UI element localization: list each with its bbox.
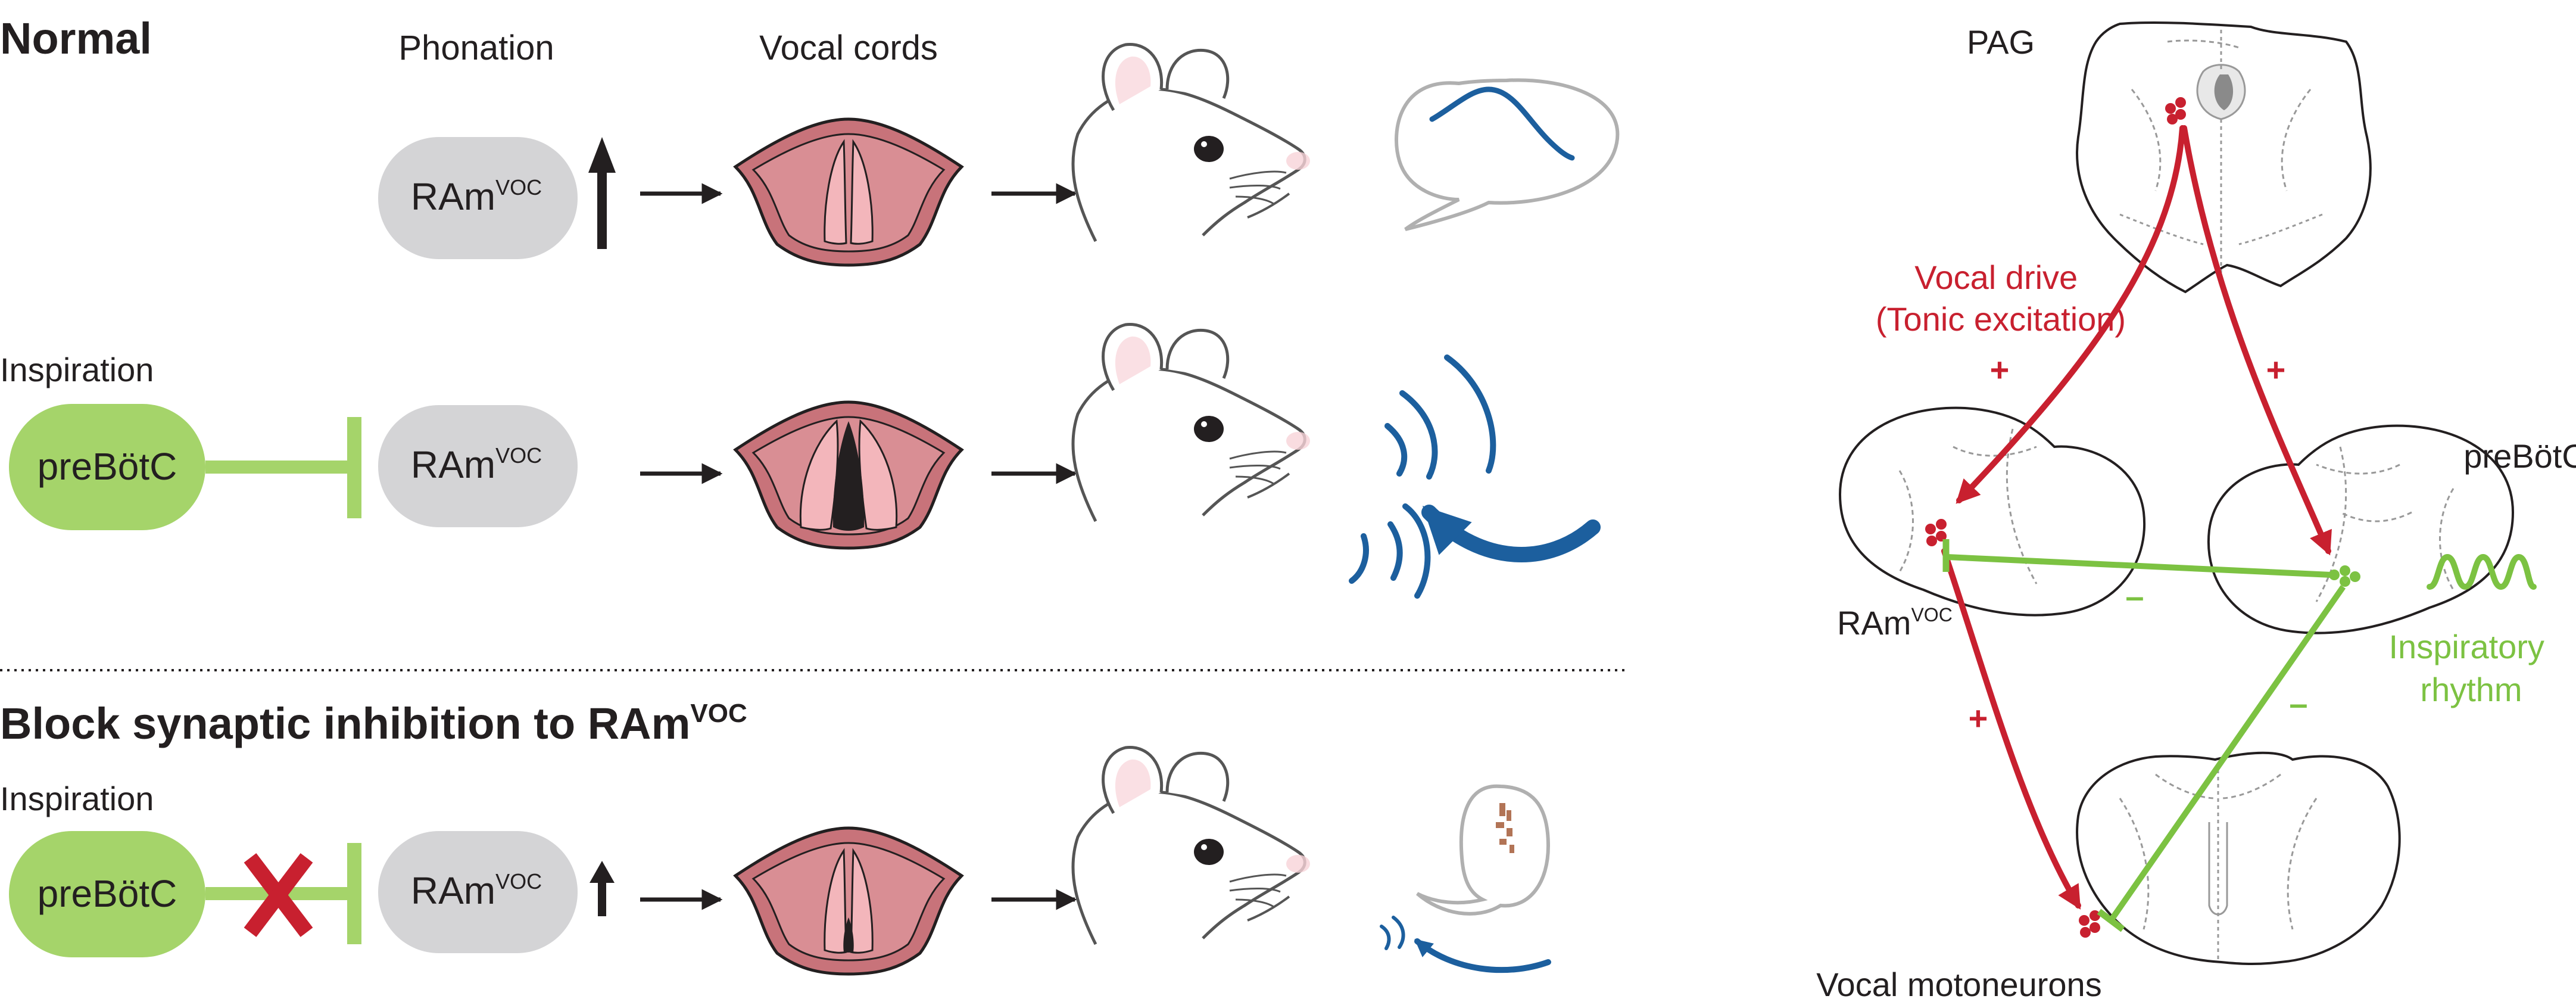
inhale-arrow-row3 [1414,938,1551,973]
pag-to-ram-arrow [1956,125,2185,504]
minus-prebotc-motoneuron: – [2289,684,2307,722]
inhibitory-pathways [1942,539,2346,932]
pag-brain-slice [2076,21,2372,294]
ram-voc-box-row2 [378,405,578,527]
ram-voc-box-normal [378,137,578,259]
prebotc-slice-label: preBötC [2463,437,2576,475]
pag-to-prebotc-arrow [2181,125,2332,556]
vocal-cords-partial [735,828,962,974]
normal-title: Normal [0,14,152,63]
prebotc-to-ram-inhibition [1947,554,2332,578]
pag-label: PAG [1967,23,2035,61]
usv-trace [1429,86,1575,161]
mouse-head-row2 [1073,325,1310,521]
inspiration-label-row2: Inspiration [0,351,154,388]
block-x-mark [244,853,313,937]
motoneuron-neurons [2079,910,2100,938]
speech-bubble-row3 [1416,784,1551,916]
ram-slice-label: RAmVOC [1837,604,1953,642]
block-title: Block synaptic inhibition to RAmVOC [0,699,747,748]
ram-brain-slice [1839,406,2146,617]
ram-voc-label-normal: RAmVOC [411,175,542,218]
vocal-cords-open [735,402,962,548]
inhale-arrow-row2 [1421,505,1601,562]
motoneuron-brain-slice [2076,751,2401,966]
air-flow-lines-row2 [1349,354,1496,599]
vocal-motoneurons-label: Vocal motoneurons [1816,966,2101,1003]
ram-neurons [1925,519,1947,546]
excitatory-pathways [1941,125,2332,910]
vocal-drive-label: Vocal drive (Tonic excitation) [1876,259,2126,338]
plus-pag-ram: + [1990,351,2010,388]
inspiratory-rhythm-label: Inspiratory rhythm [2389,628,2554,708]
ram-to-motoneuron-arrow [1941,548,2081,910]
prebotc-label-row3: preBötC [38,872,177,915]
left-panel: Normal Phonation Vocal cords RAmVOC [0,14,1626,974]
speech-bubble-normal [1395,78,1620,231]
plus-pag-prebotc: + [2266,351,2286,388]
prebotc-box-row3 [9,831,205,957]
vocal-cords-header: Vocal cords [759,29,938,67]
usv-trace-weak [1496,803,1514,853]
prebotc-box-row2 [9,404,205,530]
prebotc-to-motoneuron-inhibition [2108,585,2346,922]
air-flow-lines-row3 [1380,916,1405,950]
minus-prebotc-ram: – [2125,577,2144,615]
increase-arrow-small [590,861,615,916]
mouse-head-normal [1073,45,1310,241]
prebotc-neurons [2329,565,2360,587]
inspiratory-rhythm-wave [2427,553,2537,590]
right-panel: PAG [1816,21,2576,1003]
increase-arrow-large [588,137,616,249]
mouse-head-row3 [1073,748,1310,944]
ram-voc-label-row2: RAmVOC [411,443,542,486]
ram-voc-box-row3 [378,831,578,953]
pag-neurons [2165,97,2186,125]
phonation-header: Phonation [398,29,554,67]
row-inspiration: Inspiration preBötC RAmVOC [0,325,1601,599]
row-block: Block synaptic inhibition to RAmVOC Insp… [0,699,1551,974]
vocal-cords-closed [735,119,962,265]
ram-voc-label-row3: RAmVOC [411,869,542,912]
prebotc-label-row2: preBötC [38,445,177,488]
plus-ram-motoneuron: + [1969,699,1988,737]
prebotc-brain-slice [2207,424,2514,634]
row-normal: Normal Phonation Vocal cords RAmVOC [0,14,1620,265]
inspiration-label-row3: Inspiration [0,780,154,817]
